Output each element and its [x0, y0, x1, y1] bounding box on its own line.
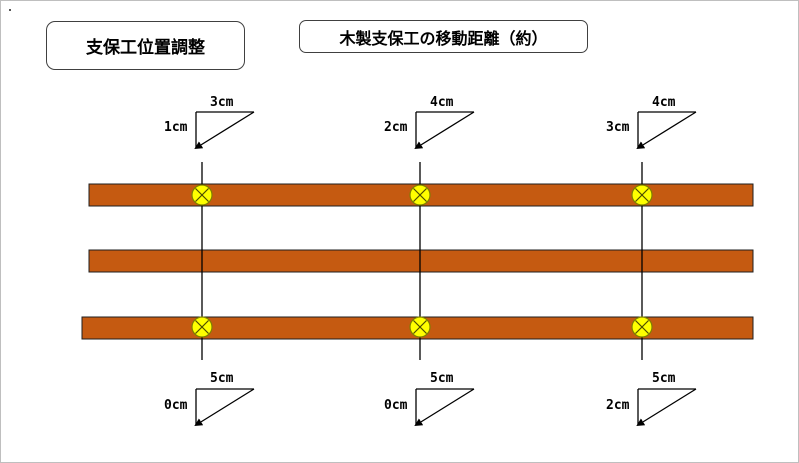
- displacement-triangle-3-bottom: 5cm 2cm: [606, 371, 697, 427]
- displacement-triangle-1-top: 3cm 1cm: [164, 95, 255, 150]
- horizontal-distance-1-bottom: 5cm: [210, 371, 234, 386]
- support-marker-2-upper: [409, 184, 431, 206]
- horizontal-distance-1-top: 3cm: [210, 95, 234, 110]
- vertical-distance-1-top: 1cm: [164, 120, 188, 135]
- support-marker-1-upper: [191, 184, 213, 206]
- vertical-distance-2-bottom: 0cm: [384, 398, 408, 413]
- vertical-distance-1-bottom: 0cm: [164, 398, 188, 413]
- displacement-triangle-3-top: 4cm 3cm: [606, 95, 697, 150]
- vertical-distance-3-top: 3cm: [606, 120, 630, 135]
- support-marker-2-lower: [409, 316, 431, 338]
- page-subtitle: 木製支保工の移動距離（約）: [339, 28, 548, 48]
- title-box: 支保工位置調整: [46, 21, 245, 70]
- support-marker-3-lower: [631, 316, 653, 338]
- displacement-triangle-2-top: 4cm 2cm: [384, 95, 475, 150]
- support-marker-1-lower: [191, 316, 213, 338]
- beam-middle: [88, 249, 754, 273]
- vertical-distance-2-top: 2cm: [384, 120, 408, 135]
- vertical-distance-3-bottom: 2cm: [606, 398, 630, 413]
- page-title: 支保工位置調整: [86, 38, 205, 58]
- displacement-triangle-1-bottom: 5cm 0cm: [164, 371, 255, 427]
- horizontal-distance-2-bottom: 5cm: [430, 371, 454, 386]
- support-marker-3-upper: [631, 184, 653, 206]
- horizontal-distance-3-top: 4cm: [652, 95, 676, 110]
- subtitle-box: 木製支保工の移動距離（約）: [299, 20, 588, 53]
- horizontal-distance-2-top: 4cm: [430, 95, 454, 110]
- horizontal-distance-3-bottom: 5cm: [652, 371, 676, 386]
- displacement-triangle-2-bottom: 5cm 0cm: [384, 371, 475, 427]
- corner-dot: [9, 9, 11, 11]
